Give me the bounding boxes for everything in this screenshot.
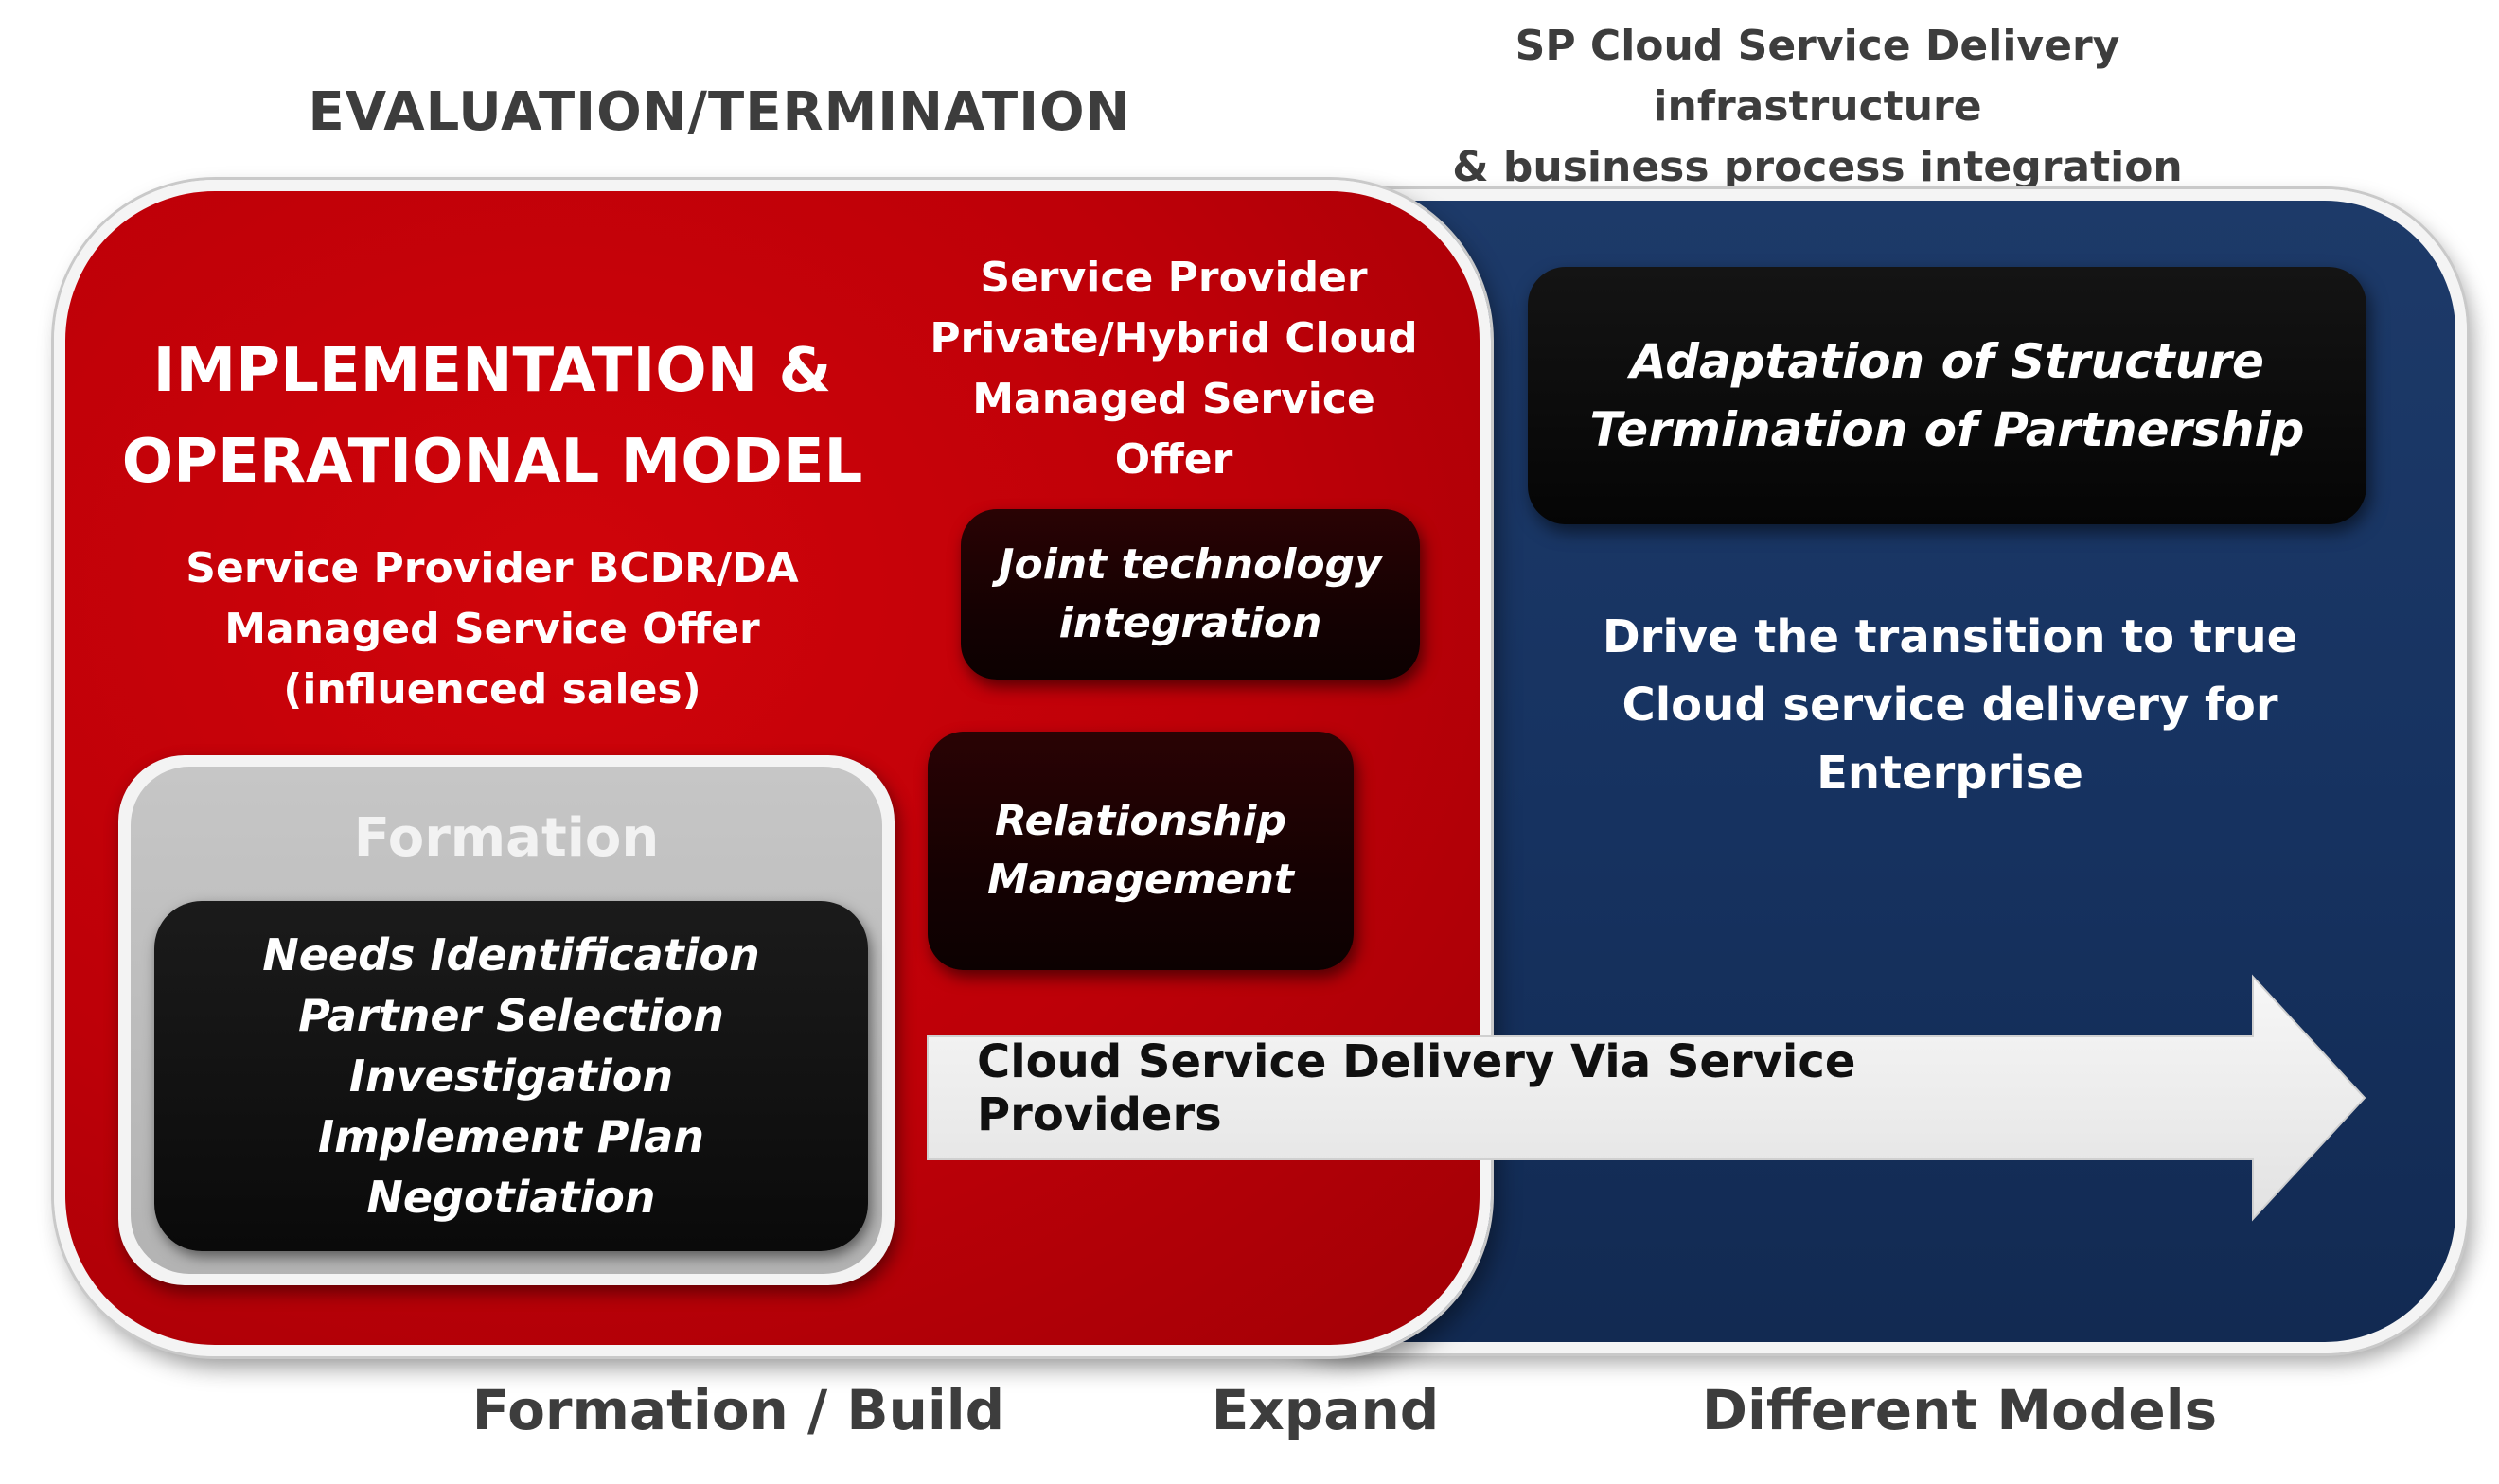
adapt-line1: Adaptation of Structure (1630, 334, 2264, 389)
evaluation-termination-label: EVALUATION/TERMINATION (246, 74, 1193, 150)
relationship-management-box: Relationship Management (928, 732, 1354, 970)
joint-line1: Joint technology (999, 540, 1382, 589)
formation-step: Needs Identification (262, 929, 760, 980)
offer-line3: Managed Service Offer (972, 375, 1375, 484)
expand-label: Expand (1155, 1368, 1496, 1453)
formation-step: Implement Plan (317, 1111, 705, 1162)
arrow-shape (927, 974, 2366, 1222)
joint-technology-box: Joint technology integration (961, 509, 1420, 680)
formation-step: Partner Selection (298, 990, 724, 1041)
drive-line3: Enterprise (1817, 747, 2083, 800)
formation-title-text: Formation (353, 806, 660, 869)
implementation-title-line1: IMPLEMENTATION & (152, 336, 832, 406)
formation-step: Negotiation (366, 1172, 656, 1223)
adaptation-termination-box: Adaptation of Structure Termination of P… (1528, 267, 2366, 524)
bcdr-line3: (influenced sales) (283, 665, 701, 714)
arrow-label-text: Cloud Service Delivery Via Service Provi… (977, 1035, 1856, 1141)
formation-step: Investigation (348, 1051, 674, 1102)
expand-text: Expand (1211, 1378, 1440, 1442)
adapt-line2: Termination of Partnership (1589, 402, 2305, 457)
offer-line1: Service Provider (980, 254, 1368, 302)
drive-line1: Drive the transition to true (1602, 610, 2298, 663)
bcdr-offer-text: Service Provider BCDR/DA Managed Service… (133, 535, 852, 724)
implementation-title: IMPLEMENTATION & OPERATIONAL MODEL (95, 322, 890, 511)
sp-infrastructure-line1: SP Cloud Service Delivery infrastructure (1515, 22, 2120, 131)
sp-infrastructure-line2: & business process integration (1452, 143, 2183, 191)
formation-build-label: Formation / Build (445, 1368, 1032, 1453)
rel-line2: Management (987, 856, 1294, 904)
evaluation-termination-text: EVALUATION/TERMINATION (308, 80, 1131, 143)
joint-line2: integration (1058, 599, 1322, 647)
delivery-arrow-icon (927, 974, 2366, 1222)
formation-title: Formation (133, 800, 880, 875)
bcdr-line2: Managed Service Offer (224, 605, 760, 653)
private-hybrid-offer-text: Service Provider Private/Hybrid Cloud Ma… (909, 254, 1439, 484)
different-models-label: Different Models (1647, 1368, 2272, 1453)
implementation-title-line2: OPERATIONAL MODEL (121, 427, 863, 497)
offer-line2: Private/Hybrid Cloud (930, 314, 1418, 362)
different-models-text: Different Models (1701, 1378, 2218, 1442)
bcdr-line1: Service Provider BCDR/DA (186, 544, 799, 592)
drive-transition-text: Drive the transition to true Cloud servi… (1552, 601, 2348, 809)
formation-build-text: Formation / Build (471, 1378, 1005, 1442)
formation-steps-box: Needs Identification Partner Selection I… (154, 901, 868, 1251)
arrow-label: Cloud Service Delivery Via Service Provi… (977, 1035, 2018, 1141)
rel-line1: Relationship (994, 797, 1287, 845)
drive-line2: Cloud service delivery for (1622, 679, 2278, 732)
sp-infrastructure-label: SP Cloud Service Delivery infrastructure… (1344, 22, 2291, 191)
